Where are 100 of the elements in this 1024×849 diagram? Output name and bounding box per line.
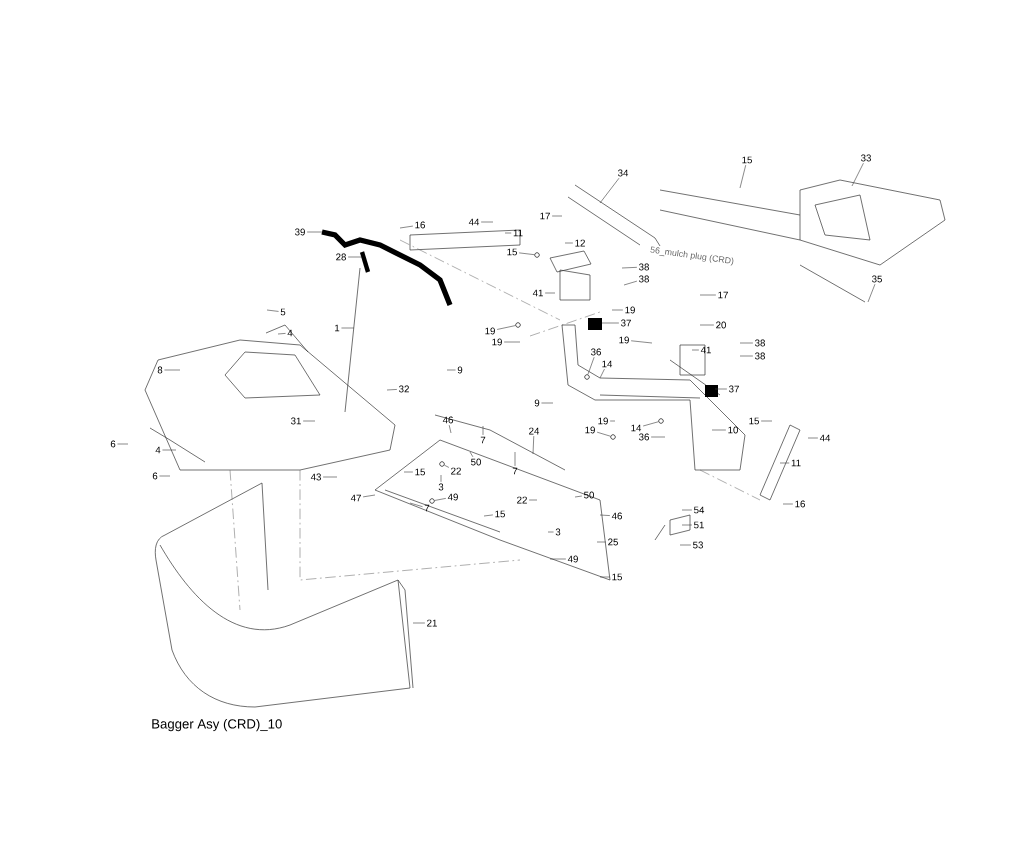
leader-line <box>711 429 727 431</box>
callout-number: 12 <box>575 239 585 247</box>
callout-number: 54 <box>694 506 705 514</box>
leader-line <box>322 476 338 478</box>
callout-number: 22 <box>517 496 527 504</box>
callout-number: 50 <box>584 491 594 499</box>
callout-number: 3 <box>555 528 561 536</box>
leader-line <box>347 256 363 258</box>
leader-line <box>739 342 754 344</box>
leader-line <box>483 514 494 517</box>
leader-line <box>409 502 423 507</box>
leader-line <box>302 420 316 422</box>
callout-number: 15 <box>742 156 752 164</box>
leader-line <box>162 449 177 451</box>
leader-line <box>514 451 516 467</box>
callout-number: 15 <box>415 468 425 476</box>
leader-line <box>611 309 624 311</box>
leader-line <box>541 402 554 404</box>
leader-line <box>564 242 574 244</box>
callout-number: 4 <box>287 329 293 337</box>
callout-number: 32 <box>399 385 409 393</box>
callout-number: 24 <box>529 427 540 435</box>
leader-line <box>448 424 452 434</box>
callout-number: 44 <box>468 218 480 226</box>
leader-line <box>403 471 414 473</box>
callout-number: 34 <box>618 169 629 177</box>
leader-line <box>599 514 611 516</box>
leader-line <box>623 280 638 286</box>
leader-line <box>440 474 442 483</box>
callout-number: 21 <box>427 619 437 627</box>
leader-line <box>587 356 595 375</box>
washer <box>534 252 540 258</box>
callout-number: 53 <box>693 541 703 549</box>
callout-number: 47 <box>350 494 361 502</box>
callout-number: 11 <box>791 459 801 467</box>
callout-number: 15 <box>612 573 622 581</box>
callout-number: 39 <box>295 228 305 236</box>
leader-line <box>599 368 605 379</box>
leader-line <box>277 333 286 335</box>
leader-line <box>434 498 447 501</box>
callout-number: 19 <box>598 417 608 425</box>
leader-line <box>760 420 773 422</box>
leader-line <box>518 252 535 255</box>
leader-line <box>528 499 538 501</box>
callout-number: 17 <box>718 291 728 299</box>
callout-number: 22 <box>451 467 461 475</box>
leader-line <box>679 544 692 546</box>
leader-line <box>681 509 693 511</box>
leader-line <box>867 283 876 303</box>
leader-line <box>412 622 426 624</box>
leader-line <box>621 267 638 269</box>
callout-number: 5 <box>280 308 286 316</box>
callout-number: 41 <box>532 289 543 297</box>
leader-line <box>782 503 794 505</box>
callout-number: 14 <box>602 360 613 368</box>
callout-number: 43 <box>310 473 321 481</box>
washer <box>515 322 521 328</box>
leader-line <box>851 162 864 187</box>
leader-line <box>444 464 450 468</box>
callout-number: 20 <box>716 321 726 329</box>
callout-number: 10 <box>728 426 738 434</box>
leader-line <box>549 558 567 560</box>
leader-line <box>496 325 516 330</box>
leader-line <box>551 215 563 217</box>
callout-number: 15 <box>495 510 505 518</box>
leader-line <box>609 420 616 422</box>
leader-line <box>544 292 556 294</box>
callout-number: 9 <box>534 399 540 407</box>
leader-line <box>601 322 620 324</box>
leader-line <box>266 309 279 312</box>
callout-number: 37 <box>729 385 739 393</box>
leader-line <box>504 232 512 234</box>
callout-number: 11 <box>513 229 523 237</box>
leader-line <box>117 443 129 445</box>
washer <box>610 434 616 440</box>
callout-number: 19 <box>492 338 502 346</box>
callout-number: 19 <box>619 336 629 344</box>
leader-line <box>691 349 700 351</box>
callout-number: 46 <box>611 512 622 520</box>
leader-line <box>599 177 620 204</box>
callout-number: 6 <box>110 440 116 448</box>
leader-line <box>446 369 456 371</box>
leader-line <box>642 421 659 427</box>
callout-number: 7 <box>424 504 430 512</box>
callout-number: 49 <box>447 493 458 501</box>
leader-line <box>482 425 484 436</box>
leader-line <box>164 369 181 371</box>
leader-line <box>699 324 715 326</box>
callout-number: 36 <box>639 433 649 441</box>
leader-line <box>341 327 355 329</box>
callout-number: 46 <box>442 416 453 424</box>
washer <box>429 498 435 504</box>
callout-number: 38 <box>755 352 765 360</box>
leader-line <box>596 541 607 543</box>
callout-number: 19 <box>625 306 635 314</box>
callout-number: 28 <box>336 253 346 261</box>
leader-line <box>739 164 747 189</box>
leader-line <box>699 294 717 296</box>
leader-line <box>714 388 728 390</box>
callout-number: 38 <box>639 275 649 283</box>
